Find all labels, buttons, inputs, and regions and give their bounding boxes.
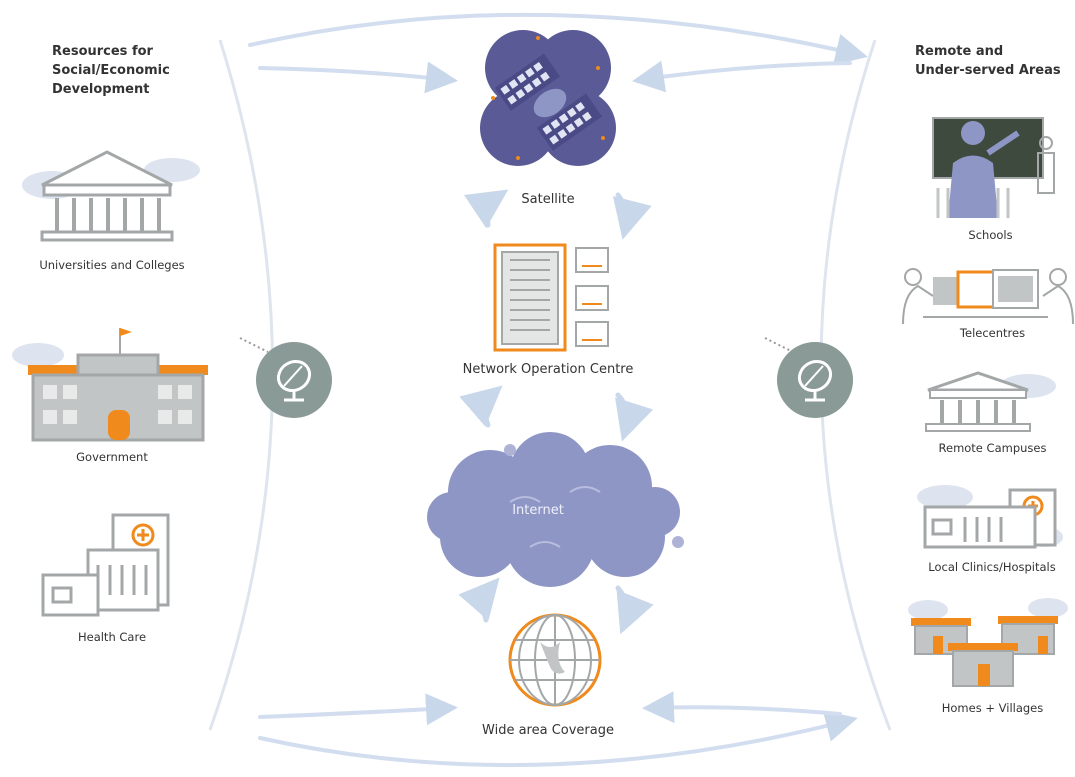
clinic-icon bbox=[917, 485, 1063, 549]
right-node-label-homes-villages: Homes + Villages bbox=[941, 701, 1044, 715]
left-heading: Resources for Social/Economic Developmen… bbox=[52, 44, 170, 97]
center-node-label-internet: Internet bbox=[512, 503, 564, 518]
globe-icon bbox=[508, 613, 602, 707]
cloud-icon bbox=[427, 432, 684, 587]
campus-building-icon bbox=[925, 371, 1056, 432]
right-satellite-dish-icon bbox=[777, 342, 853, 418]
government-building-icon bbox=[12, 328, 208, 442]
right-node-label-remote-campuses: Remote Campuses bbox=[938, 441, 1047, 455]
right-heading: Remote and Under-served Areas bbox=[915, 44, 1061, 78]
hospital-building-icon bbox=[41, 513, 170, 617]
center-node-label-network-operation-centre: Network Operation Centre bbox=[462, 362, 634, 377]
center-node-label-wide-area-coverage: Wide area Coverage bbox=[482, 723, 614, 738]
computer-users-icon bbox=[902, 268, 1074, 325]
left-satellite-dish-icon bbox=[256, 342, 332, 418]
right-node-label-telecentres: Telecentres bbox=[959, 326, 1026, 340]
center-node-label-satellite: Satellite bbox=[521, 192, 575, 207]
left-node-label-government: Government bbox=[76, 450, 148, 464]
right-node-label-local-clinics: Local Clinics/Hospitals bbox=[928, 560, 1056, 574]
right-node-label-schools: Schools bbox=[968, 228, 1013, 242]
university-building-icon bbox=[22, 150, 200, 242]
satellite-icon bbox=[480, 30, 616, 166]
server-rack-icon bbox=[493, 243, 609, 352]
classroom-icon bbox=[932, 117, 1055, 218]
village-houses-icon bbox=[908, 598, 1068, 687]
left-node-label-universities: Universities and Colleges bbox=[39, 258, 185, 272]
left-node-label-health-care: Health Care bbox=[77, 630, 147, 644]
